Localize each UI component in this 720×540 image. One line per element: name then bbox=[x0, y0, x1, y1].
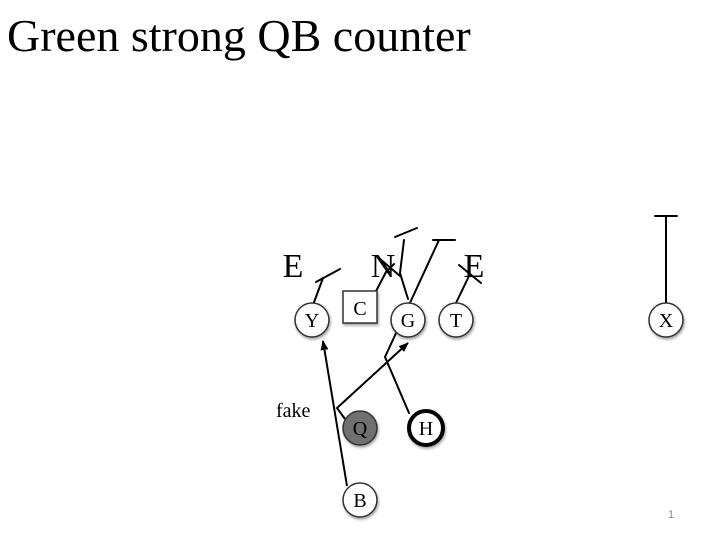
player-x-label: X bbox=[659, 310, 674, 332]
defender-nose: N bbox=[371, 248, 396, 285]
center-block-route bbox=[373, 258, 401, 296]
qb-fake-route bbox=[335, 342, 409, 420]
player-y: Y bbox=[294, 302, 330, 338]
player-q-label: Q bbox=[353, 418, 368, 440]
player-b-label: B bbox=[353, 490, 366, 512]
defense-labels: E N E bbox=[283, 248, 485, 285]
arrow-routes bbox=[320, 340, 409, 487]
player-x: X bbox=[648, 302, 684, 338]
player-h: H bbox=[407, 409, 445, 447]
y-block-route bbox=[312, 268, 341, 306]
player-g-label: G bbox=[401, 310, 415, 332]
slide-number: 1 bbox=[668, 509, 675, 521]
player-g: G bbox=[390, 302, 426, 338]
player-y-label: Y bbox=[305, 310, 319, 332]
blocking-assignments bbox=[312, 215, 678, 414]
fake-annotation: fake bbox=[276, 400, 311, 422]
x-route bbox=[654, 215, 678, 306]
player-center: C bbox=[342, 290, 378, 324]
player-b: B bbox=[342, 482, 378, 518]
player-t: T bbox=[438, 302, 474, 338]
slide-title: Green strong QB counter bbox=[7, 10, 471, 61]
defender-end-left: E bbox=[283, 248, 304, 285]
player-h-label: H bbox=[419, 418, 433, 440]
player-t-label: T bbox=[450, 310, 462, 332]
tackle-block-route bbox=[455, 264, 482, 304]
player-center-label: C bbox=[353, 298, 366, 320]
h-lead-route bbox=[383, 239, 456, 414]
defender-end-right: E bbox=[464, 248, 485, 285]
player-q: Q bbox=[342, 410, 378, 446]
b-route bbox=[320, 340, 348, 487]
guard-pull-route bbox=[394, 227, 418, 300]
